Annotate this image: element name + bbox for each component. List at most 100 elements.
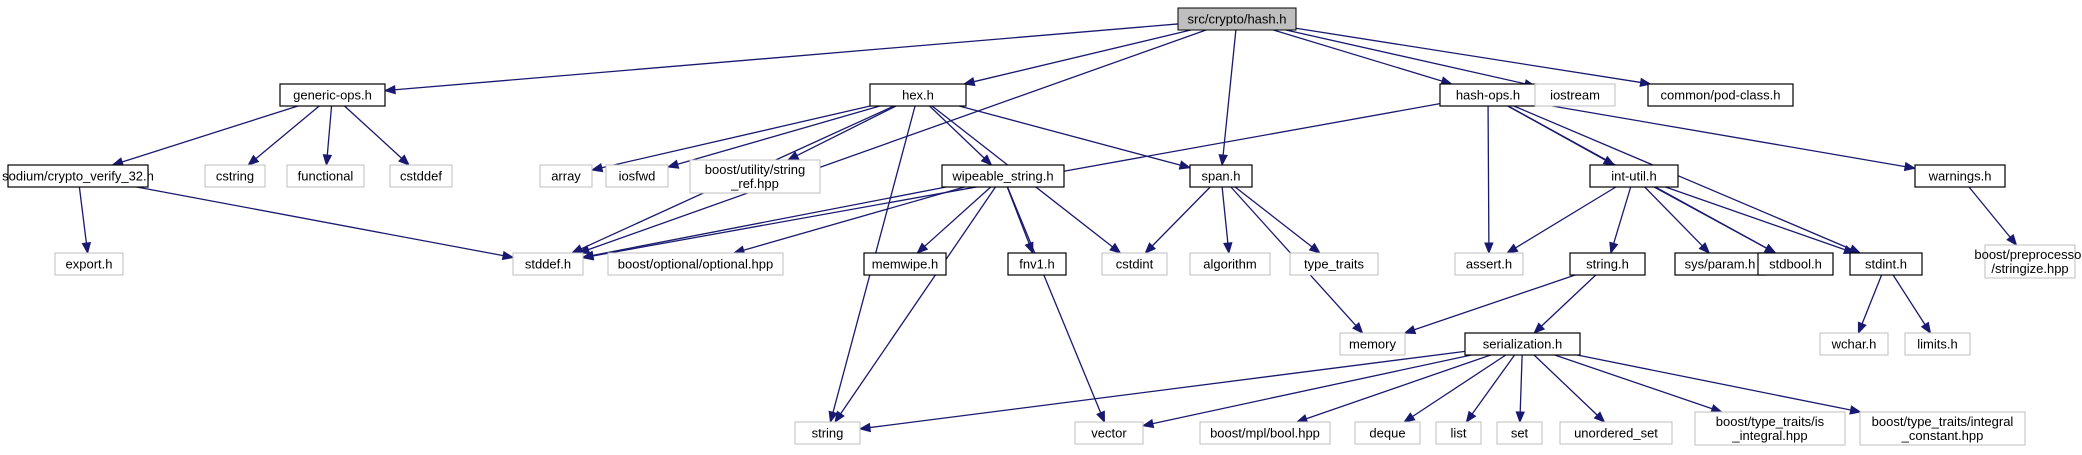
node-cstdint: cstdint (1101, 252, 1168, 276)
node-label: memwipe.h (872, 257, 938, 272)
node-fnv1[interactable]: fnv1.h (1007, 252, 1067, 276)
node-export: export.h (54, 252, 124, 276)
node-label: boost/utility/string (705, 162, 805, 177)
node-box (794, 421, 861, 445)
node-box (512, 252, 584, 276)
edge-line (1412, 354, 1507, 418)
edge-line (136, 186, 504, 257)
edge-serialization-to-string (858, 350, 1466, 433)
node-int_util[interactable]: int-util.h (1589, 164, 1679, 188)
arrow-head (1141, 418, 1155, 429)
node-iostream: iostream (1534, 83, 1616, 107)
arrow-head (1178, 160, 1192, 170)
arrow-head (581, 251, 595, 261)
node-box (607, 252, 784, 276)
edge-sodium-to-export (78, 186, 92, 255)
arrow-head (1096, 410, 1105, 424)
nodes-layer: src/crypto/hash.h generic-ops.h hex.h hash-… (2, 7, 2082, 446)
node-box (1289, 252, 1379, 276)
edge-line (121, 105, 299, 163)
node-label: stdint.h (1865, 257, 1907, 272)
edge-line (588, 29, 1207, 251)
node-pod_class[interactable]: common/pod-class.h (1647, 83, 1794, 107)
arrow-head (834, 410, 845, 424)
arrow-head (858, 422, 872, 433)
edge-span-to-type_traits (1234, 186, 1321, 254)
edge-generic_ops-to-functional (322, 105, 333, 167)
node-box (1189, 252, 1271, 276)
node-box (869, 83, 967, 107)
arrow-head (81, 241, 92, 255)
edge-line (1306, 354, 1491, 420)
edge-line (1414, 274, 1576, 331)
node-list: list (1435, 421, 1482, 445)
node-wipeable[interactable]: wipeable_string.h (941, 164, 1065, 188)
node-label: cstring (216, 169, 254, 184)
node-generic_ops[interactable]: generic-ops.h (279, 83, 386, 107)
node-label: _ref.hpp (730, 176, 779, 191)
node-box (204, 164, 266, 188)
node-label: assert.h (1466, 257, 1512, 272)
edge-line (1152, 354, 1472, 425)
node-box (389, 164, 453, 188)
arrow-head (1593, 411, 1606, 423)
node-stdbool[interactable]: stdbool.h (1757, 252, 1834, 276)
arrow-head (1515, 411, 1525, 424)
arrow-head (962, 76, 976, 87)
node-warnings[interactable]: warnings.h (1914, 164, 2006, 188)
node-label: string.h (1586, 257, 1629, 272)
edge-generic_ops-to-cstring (247, 105, 320, 166)
node-label: memory (1349, 337, 1396, 352)
node-stdint[interactable]: stdint.h (1849, 252, 1923, 276)
edge-int_util-to-assert (1505, 186, 1617, 254)
arrow-head (1920, 321, 1932, 335)
edge-serialization-to-mpl_bool (1295, 354, 1491, 424)
node-label: hex.h (902, 88, 934, 103)
edge-line (1535, 102, 1906, 168)
node-sodium[interactable]: sodium/crypto_verify_32.h (2, 164, 154, 188)
node-label: cstddef (400, 169, 442, 184)
edge-hex-to-wipeable (929, 105, 993, 166)
node-string_ref: boost/utility/string_ref.hpp (689, 159, 821, 194)
node-string_h[interactable]: string.h (1569, 252, 1646, 276)
node-box (941, 164, 1065, 188)
arrow-head (1857, 321, 1867, 335)
node-label: warnings.h (1928, 169, 1992, 184)
edge-line (1577, 354, 1851, 411)
node-label: iostream (1550, 88, 1600, 103)
edge-line (1285, 29, 1526, 85)
arrow-head (247, 154, 260, 166)
node-span[interactable]: span.h (1189, 164, 1253, 188)
arrow-head (1533, 322, 1546, 334)
arrow-head (398, 154, 410, 166)
node-hash_ops[interactable]: hash-ops.h (1439, 83, 1537, 107)
node-wchar: wchar.h (1819, 332, 1889, 356)
node-sys_param[interactable]: sys/param.h (1674, 252, 1766, 276)
node-memwipe[interactable]: memwipe.h (863, 252, 947, 276)
node-label: serialization.h (1483, 337, 1563, 352)
node-label: boost/type_traits/is (1716, 414, 1825, 429)
node-box (1189, 164, 1253, 188)
node-label: boost/optional/optional.hpp (618, 257, 773, 272)
edge-serialization-to-integral_constant (1577, 354, 1862, 415)
node-box (1464, 332, 1581, 356)
edge-line (1295, 27, 1641, 84)
node-box (1849, 252, 1923, 276)
node-label: iosfwd (619, 169, 656, 184)
node-box (863, 252, 947, 276)
node-serialization[interactable]: serialization.h (1464, 332, 1581, 356)
node-deque: deque (1354, 421, 1421, 445)
arrow-head (1352, 322, 1364, 334)
node-hex[interactable]: hex.h (869, 83, 967, 107)
node-box (1199, 421, 1331, 445)
node-vector: vector (1074, 421, 1144, 445)
arrow-head (916, 242, 929, 254)
edge-int_util-to-string_h (1609, 186, 1632, 255)
edge-hex-to-array (590, 105, 871, 173)
node-root[interactable]: src/crypto/hash.h (1177, 7, 1297, 31)
edge-line (1273, 29, 1443, 82)
node-stddef: stddef.h (512, 252, 584, 276)
edge-root-to-span (1218, 29, 1237, 167)
node-box (1534, 83, 1616, 107)
edge-line (1151, 186, 1211, 247)
